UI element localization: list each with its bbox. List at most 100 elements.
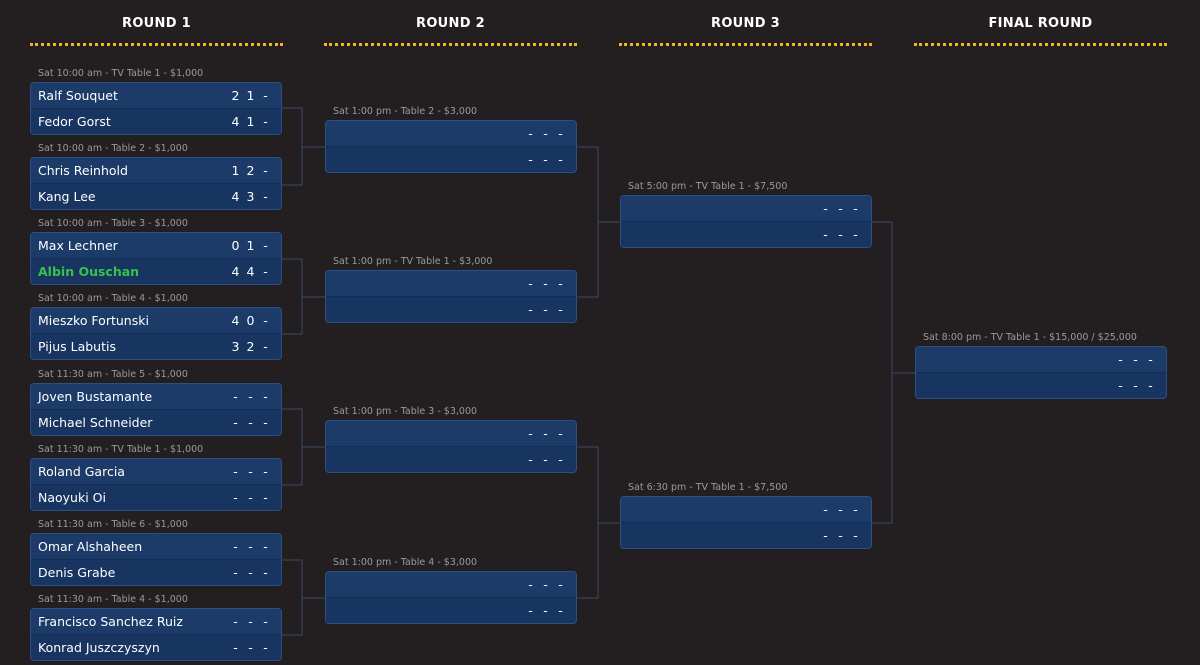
score: - bbox=[558, 152, 563, 167]
round-divider bbox=[914, 43, 1167, 46]
player-row[interactable]: Omar Alshaheen - - - bbox=[31, 534, 281, 560]
score: - bbox=[263, 490, 268, 505]
player-row[interactable]: Konrad Juszczyszyn - - - bbox=[31, 635, 281, 660]
score: - bbox=[248, 464, 253, 479]
score: - bbox=[1118, 352, 1123, 367]
round-header-1: ROUND 1 bbox=[30, 0, 283, 48]
score: 4 bbox=[231, 313, 240, 328]
score: 0 bbox=[246, 313, 255, 328]
player-name: Pijus Labutis bbox=[38, 339, 116, 354]
player-row[interactable]: - - - bbox=[621, 222, 871, 247]
player-name: Chris Reinhold bbox=[38, 163, 128, 178]
score: - bbox=[823, 227, 828, 242]
score: 3 bbox=[231, 339, 240, 354]
score: 1 bbox=[246, 238, 255, 253]
player-row[interactable]: - - - bbox=[326, 447, 576, 472]
player-row[interactable]: - - - bbox=[621, 196, 871, 222]
player-row[interactable]: Mieszko Fortunski 4 0 - bbox=[31, 308, 281, 334]
round-divider bbox=[619, 43, 872, 46]
player-row[interactable]: - - - bbox=[916, 373, 1166, 398]
player-row[interactable]: - - - bbox=[621, 497, 871, 523]
match-card[interactable]: Max Lechner 0 1 - Albin Ouschan 4 4 - bbox=[30, 232, 282, 285]
player-scores: - - - bbox=[228, 464, 273, 479]
player-row[interactable]: - - - bbox=[621, 523, 871, 548]
score: 2 bbox=[246, 339, 255, 354]
player-row[interactable]: Roland Garcia - - - bbox=[31, 459, 281, 485]
match-card[interactable]: Omar Alshaheen - - - Denis Grabe - - - bbox=[30, 533, 282, 586]
score: - bbox=[248, 415, 253, 430]
score: - bbox=[263, 114, 268, 129]
player-scores: 4 4 - bbox=[228, 264, 273, 279]
match-info: Sat 10:00 am - Table 3 - $1,000 bbox=[38, 218, 188, 229]
player-row[interactable]: - - - bbox=[326, 147, 576, 172]
match-card[interactable]: - - - - - - bbox=[325, 571, 577, 624]
player-row[interactable]: Max Lechner 0 1 - bbox=[31, 233, 281, 259]
score: - bbox=[543, 302, 548, 317]
player-row[interactable]: - - - bbox=[326, 121, 576, 147]
player-name: Ralf Souquet bbox=[38, 88, 118, 103]
player-row[interactable]: - - - bbox=[326, 271, 576, 297]
round-title: ROUND 2 bbox=[416, 16, 485, 31]
match-card[interactable]: - - - - - - bbox=[915, 346, 1167, 399]
score: 4 bbox=[246, 264, 255, 279]
player-row[interactable]: Naoyuki Oi - - - bbox=[31, 485, 281, 510]
player-name: Michael Schneider bbox=[38, 415, 153, 430]
match-info: Sat 8:00 pm - TV Table 1 - $15,000 / $25… bbox=[923, 332, 1137, 343]
score: - bbox=[233, 565, 238, 580]
score: - bbox=[528, 152, 533, 167]
player-scores: - - - bbox=[523, 276, 568, 291]
match-info: Sat 10:00 am - Table 2 - $1,000 bbox=[38, 143, 188, 154]
player-row[interactable]: Pijus Labutis 3 2 - bbox=[31, 334, 281, 359]
score: 1 bbox=[231, 163, 240, 178]
player-row[interactable]: - - - bbox=[326, 297, 576, 322]
score: - bbox=[263, 464, 268, 479]
player-scores: - - - bbox=[818, 528, 863, 543]
score: - bbox=[263, 640, 268, 655]
player-row[interactable]: Francisco Sanchez Ruiz - - - bbox=[31, 609, 281, 635]
score: - bbox=[853, 502, 858, 517]
player-row[interactable]: Michael Schneider - - - bbox=[31, 410, 281, 435]
player-row[interactable]: Ralf Souquet 2 1 - bbox=[31, 83, 281, 109]
player-scores: - - - bbox=[523, 152, 568, 167]
player-name: Fedor Gorst bbox=[38, 114, 111, 129]
match-card[interactable]: - - - - - - bbox=[620, 195, 872, 248]
match-card[interactable]: - - - - - - bbox=[325, 120, 577, 173]
player-scores: - - - bbox=[523, 603, 568, 618]
match-card[interactable]: - - - - - - bbox=[620, 496, 872, 549]
player-scores: - - - bbox=[523, 577, 568, 592]
player-row[interactable]: Albin Ouschan 4 4 - bbox=[31, 259, 281, 284]
score: - bbox=[1133, 352, 1138, 367]
player-name-winner: Albin Ouschan bbox=[38, 264, 140, 279]
score: - bbox=[1148, 378, 1153, 393]
score: - bbox=[263, 88, 268, 103]
match-card[interactable]: Mieszko Fortunski 4 0 - Pijus Labutis 3 … bbox=[30, 307, 282, 360]
match-info: Sat 5:00 pm - TV Table 1 - $7,500 bbox=[628, 181, 788, 192]
score: - bbox=[823, 201, 828, 216]
score: - bbox=[248, 640, 253, 655]
score: - bbox=[248, 565, 253, 580]
round-title: ROUND 1 bbox=[122, 16, 191, 31]
player-row[interactable]: Kang Lee 4 3 - bbox=[31, 184, 281, 209]
player-scores: 4 1 - bbox=[228, 114, 273, 129]
match-card[interactable]: Joven Bustamante - - - Michael Schneider… bbox=[30, 383, 282, 436]
match-card[interactable]: Ralf Souquet 2 1 - Fedor Gorst 4 1 - bbox=[30, 82, 282, 135]
match-card[interactable]: - - - - - - bbox=[325, 270, 577, 323]
player-scores: - - - bbox=[523, 426, 568, 441]
match-card[interactable]: - - - - - - bbox=[325, 420, 577, 473]
match-card[interactable]: Francisco Sanchez Ruiz - - - Konrad Jusz… bbox=[30, 608, 282, 661]
player-row[interactable]: Chris Reinhold 1 2 - bbox=[31, 158, 281, 184]
player-row[interactable]: - - - bbox=[916, 347, 1166, 373]
player-scores: 3 2 - bbox=[228, 339, 273, 354]
player-name: Roland Garcia bbox=[38, 464, 125, 479]
player-row[interactable]: - - - bbox=[326, 598, 576, 623]
player-row[interactable]: - - - bbox=[326, 572, 576, 598]
score: - bbox=[853, 227, 858, 242]
player-row[interactable]: Denis Grabe - - - bbox=[31, 560, 281, 585]
score: - bbox=[263, 339, 268, 354]
player-row[interactable]: Fedor Gorst 4 1 - bbox=[31, 109, 281, 134]
match-card[interactable]: Roland Garcia - - - Naoyuki Oi - - - bbox=[30, 458, 282, 511]
match-card[interactable]: Chris Reinhold 1 2 - Kang Lee 4 3 - bbox=[30, 157, 282, 210]
player-row[interactable]: - - - bbox=[326, 421, 576, 447]
player-row[interactable]: Joven Bustamante - - - bbox=[31, 384, 281, 410]
player-name: Naoyuki Oi bbox=[38, 490, 106, 505]
